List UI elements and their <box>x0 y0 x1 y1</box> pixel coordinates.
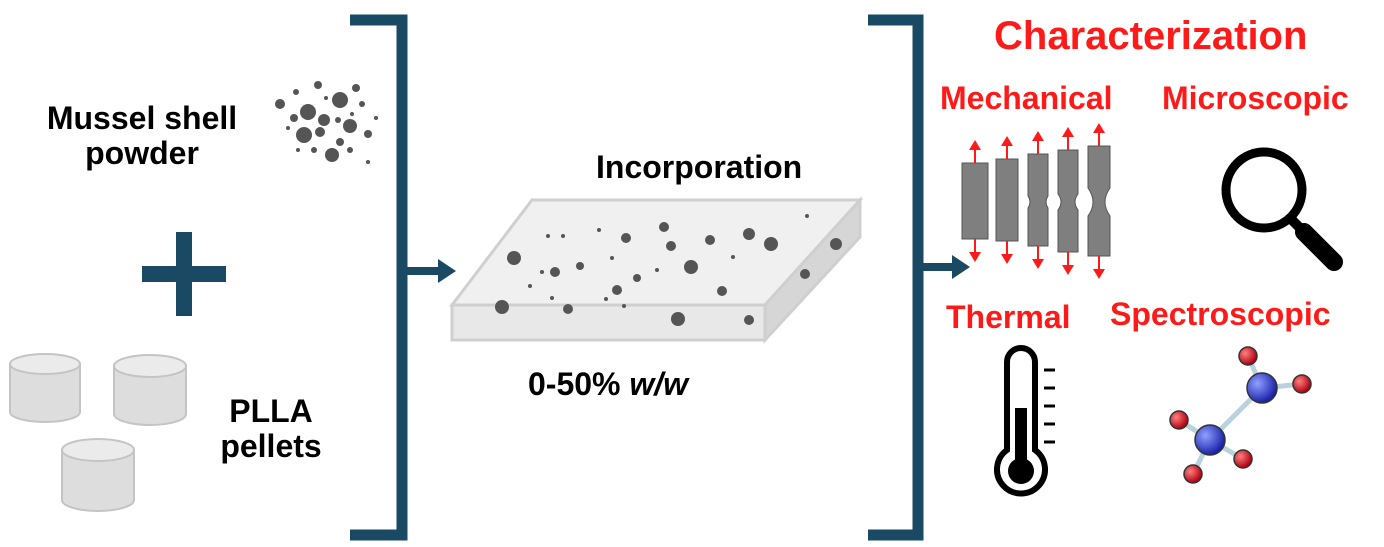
pellet <box>113 354 187 426</box>
composite-slab-icon <box>448 196 864 344</box>
left-bracket <box>350 14 408 541</box>
specimen-5 <box>1087 123 1111 279</box>
specimen-2 <box>995 136 1019 264</box>
magnifier-icon <box>1221 147 1343 271</box>
mussel-shell-powder-line-1: Mussel shell <box>46 100 238 136</box>
arrow-to-characterization <box>918 255 970 279</box>
molecule-icon <box>1169 346 1312 484</box>
incorporation-label: Incorporation <box>596 149 803 185</box>
pellets-icon <box>9 353 187 512</box>
microscopic-label: Microscopic <box>1162 80 1349 116</box>
specimen-3 <box>1027 131 1049 269</box>
specimen-4 <box>1057 127 1079 275</box>
characterization-title: Characterization <box>994 14 1308 58</box>
spectroscopic-label: Spectroscopic <box>1110 296 1331 332</box>
pellet <box>9 353 81 423</box>
mechanical-label: Mechanical <box>940 80 1113 116</box>
tensile-specimens-icon <box>961 123 1111 279</box>
right-bracket <box>868 14 924 541</box>
plla-pellets-line-2: pellets <box>220 428 322 465</box>
composition-range-value: 0-50% <box>528 366 621 402</box>
slab-particles <box>495 214 842 326</box>
plla-pellets-line-1: PLLA <box>229 393 313 429</box>
composition-unit: w/w <box>629 366 689 402</box>
plla-pellets-label: PLLA pellets <box>196 393 346 465</box>
pellet <box>61 438 135 512</box>
plus-icon <box>142 232 226 316</box>
composition-range-label: 0-50% w/w <box>528 366 689 402</box>
mussel-shell-powder-label: Mussel shell powder <box>22 100 262 172</box>
arrow-to-incorporation <box>402 259 456 283</box>
mussel-shell-powder-line-2: powder <box>85 135 199 172</box>
thermometer-icon <box>994 345 1055 497</box>
specimen-1 <box>961 140 989 262</box>
thermal-label: Thermal <box>946 299 1071 335</box>
powder-particles-icon <box>275 81 378 164</box>
